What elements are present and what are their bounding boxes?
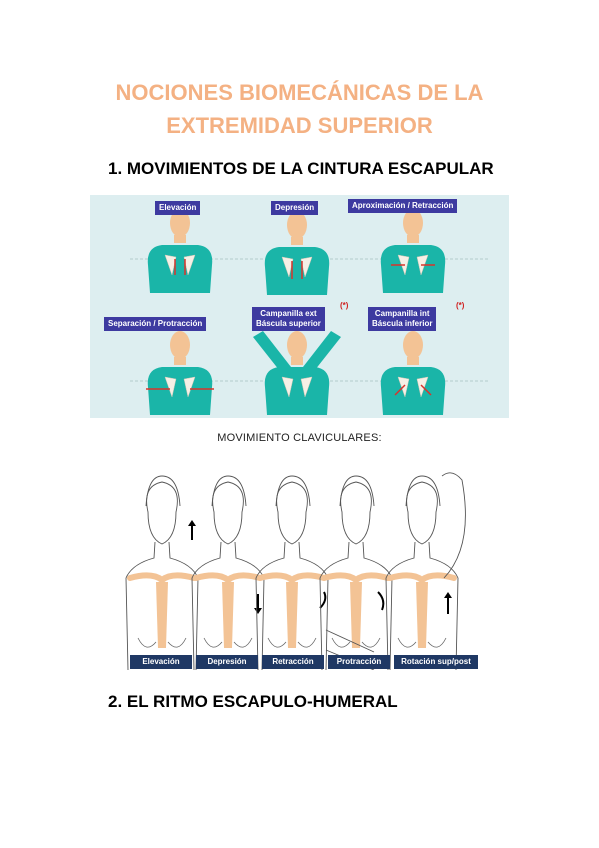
clavicle-movements-figure: Elevación Depresión Retracción Protracci… <box>118 458 480 670</box>
figure-downward-rotation <box>380 330 446 416</box>
label-depression: Depresión <box>271 201 319 215</box>
figure-clavicle-retraction <box>256 476 328 670</box>
clavicle-caption: MOVIMIENTO CLAVICULARES: <box>217 432 382 444</box>
figure-retraction <box>380 208 446 294</box>
figure-label-rotation: Rotación sup/post <box>394 655 478 669</box>
figure-elevation <box>147 208 213 294</box>
note-marker-downward: (*) <box>456 301 465 310</box>
label-elevation: Elevación <box>155 201 201 215</box>
page-title-line-2: EXTREMIDAD SUPERIOR <box>166 113 433 138</box>
figure-depression <box>264 210 330 296</box>
label-protraction: Separación / Protracción <box>104 317 207 331</box>
label-retraction: Aproximación / Retracción <box>348 199 458 213</box>
figure-clavicle-protraction <box>320 476 392 670</box>
figure-clavicle-rotation <box>386 472 466 670</box>
scapular-movements-illustration <box>130 208 490 416</box>
clavicle-movements-illustration <box>118 472 466 670</box>
scapular-movements-panel: Elevación Depresión Aproximación / Retra… <box>90 195 509 418</box>
figure-label-retraction: Retracción <box>262 655 324 669</box>
figure-clavicle-depression <box>192 476 264 670</box>
figure-clavicle-elevation <box>126 476 198 670</box>
page-title-line-1: NOCIONES BIOMECÁNICAS DE LA <box>115 80 484 105</box>
figure-label-depression: Depresión <box>196 655 258 669</box>
figure-protraction <box>146 330 214 416</box>
figure-label-elevation: Elevación <box>130 655 192 669</box>
note-marker-upward: (*) <box>340 301 349 310</box>
section-heading-rhythm: 2. EL RITMO ESCAPULO-HUMERAL <box>108 692 398 711</box>
figure-label-protraction: Protracción <box>328 655 390 669</box>
figure-upward-rotation <box>253 330 341 416</box>
section-heading-scapular: 1. MOVIMIENTOS DE LA CINTURA ESCAPULAR <box>108 159 494 178</box>
